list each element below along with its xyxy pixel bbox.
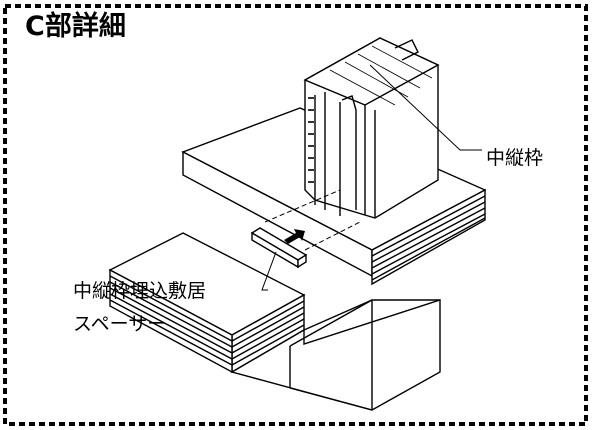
support-block [230,299,441,411]
insert-arrow [284,229,305,244]
label-spacer-line2: スペーサー [73,313,167,335]
vertical-frame [303,37,440,219]
leader-lines [261,64,482,291]
insertion-guide [264,189,361,251]
label-spacer-line1: 中縦枠埋込敷居 [73,280,207,302]
figure-title: C部詳細 [25,11,126,42]
lower-sill [108,232,306,374]
spacer-piece [250,227,308,269]
dashed-border [3,4,588,426]
label-vertical-frame: 中縦枠 [486,147,544,169]
